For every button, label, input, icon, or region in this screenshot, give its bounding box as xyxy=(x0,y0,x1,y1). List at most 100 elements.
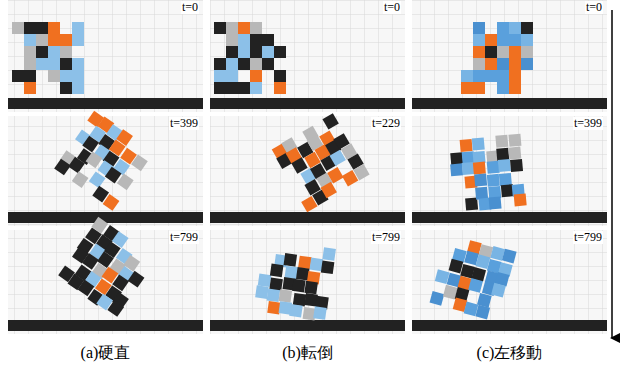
voxel xyxy=(485,70,497,82)
voxel xyxy=(475,187,488,200)
voxel xyxy=(497,70,509,82)
sim-frame xyxy=(8,217,203,334)
voxel xyxy=(24,58,36,70)
voxel xyxy=(322,113,338,129)
voxel xyxy=(258,274,272,288)
voxel xyxy=(495,135,508,148)
voxel xyxy=(460,139,473,152)
voxel xyxy=(36,46,48,58)
voxel xyxy=(473,70,485,82)
time-label: t=0 xyxy=(585,1,603,14)
voxel xyxy=(214,70,226,82)
voxel xyxy=(24,82,36,94)
sim-frame xyxy=(412,116,607,226)
voxel xyxy=(509,46,521,58)
voxel xyxy=(60,82,72,94)
grid-background xyxy=(210,230,405,334)
voxel xyxy=(485,58,497,70)
voxel xyxy=(72,171,89,188)
voxel xyxy=(313,306,327,320)
sim-frame xyxy=(210,230,405,334)
voxel xyxy=(284,253,298,267)
voxel xyxy=(498,159,511,172)
voxel xyxy=(250,46,262,58)
voxel xyxy=(473,46,485,58)
voxel xyxy=(54,159,71,176)
voxel xyxy=(473,82,485,94)
voxel xyxy=(238,22,250,34)
sim-frame xyxy=(210,0,405,112)
sim-frame xyxy=(412,0,607,112)
voxel xyxy=(48,22,60,34)
voxel xyxy=(72,22,84,34)
voxel xyxy=(497,46,509,58)
voxel xyxy=(468,278,483,293)
voxel xyxy=(450,163,463,176)
voxel xyxy=(321,182,337,198)
voxel xyxy=(461,82,473,94)
voxel xyxy=(226,82,238,94)
voxel xyxy=(226,58,238,70)
voxel xyxy=(497,82,509,94)
voxel xyxy=(509,58,521,70)
voxel xyxy=(262,34,274,46)
voxel xyxy=(36,34,48,46)
ground-bar xyxy=(210,98,405,109)
voxel xyxy=(497,58,509,70)
voxel xyxy=(128,271,145,288)
voxel xyxy=(521,58,533,70)
voxel xyxy=(24,70,36,82)
grid-background xyxy=(210,116,405,226)
voxel xyxy=(12,70,24,82)
voxel xyxy=(322,247,336,261)
time-label: t=399 xyxy=(573,117,603,130)
soft-robot xyxy=(253,239,336,322)
voxel xyxy=(48,58,60,70)
voxel xyxy=(489,196,502,209)
voxel xyxy=(274,46,286,58)
soft-robot xyxy=(271,112,371,212)
ground-bar xyxy=(210,320,405,331)
ground-bar xyxy=(412,98,607,109)
voxel xyxy=(474,173,487,186)
voxel xyxy=(48,34,60,46)
voxel xyxy=(24,34,36,46)
sim-frame xyxy=(210,112,405,226)
voxel xyxy=(304,281,318,295)
voxel xyxy=(521,34,533,46)
voxel xyxy=(285,266,299,280)
voxel xyxy=(24,46,36,58)
voxel xyxy=(292,279,306,293)
ground-bar xyxy=(8,212,203,223)
voxel xyxy=(72,34,84,46)
voxel xyxy=(435,269,450,284)
voxel xyxy=(487,174,500,187)
voxel xyxy=(510,159,523,172)
voxel xyxy=(274,70,286,82)
time-label: t=0 xyxy=(181,1,199,14)
panel-caption: (a)硬直 xyxy=(81,344,131,362)
voxel xyxy=(450,152,463,165)
panel-caption: (c)左移動 xyxy=(477,344,543,362)
voxel xyxy=(250,70,262,82)
voxel xyxy=(473,34,485,46)
voxel xyxy=(60,70,72,82)
voxel xyxy=(509,70,521,82)
voxel xyxy=(262,58,274,70)
voxel xyxy=(472,137,485,150)
ground-bar xyxy=(210,212,405,223)
voxel xyxy=(48,70,60,82)
voxel xyxy=(485,46,497,58)
voxel xyxy=(250,58,262,70)
voxel xyxy=(509,34,521,46)
sim-frame xyxy=(412,230,607,334)
grid-background xyxy=(412,230,607,334)
grid-background xyxy=(210,0,405,112)
voxel xyxy=(89,171,106,188)
voxel xyxy=(521,46,533,58)
voxel xyxy=(48,46,60,58)
voxel xyxy=(485,34,497,46)
grid-background xyxy=(412,0,607,112)
voxel xyxy=(298,256,312,270)
